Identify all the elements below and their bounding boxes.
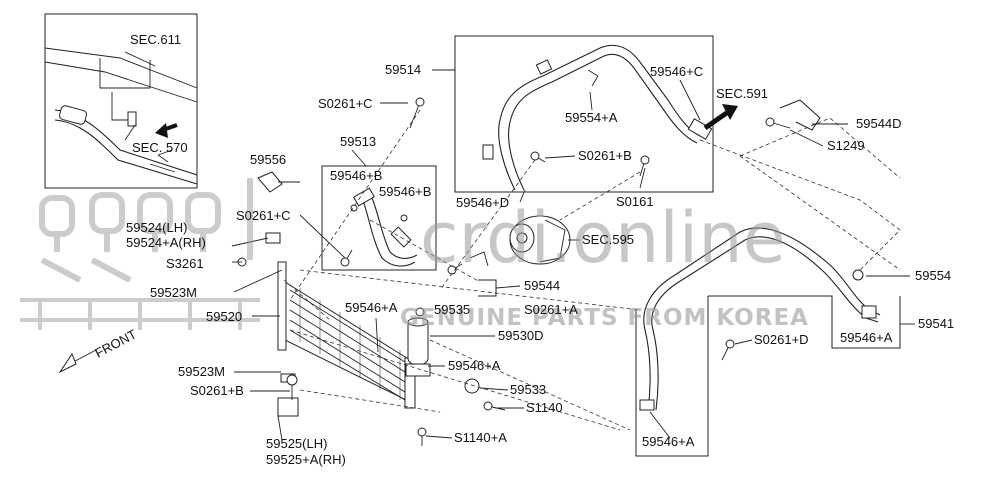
watermark-main: crdi.online <box>420 197 786 279</box>
label-59523m-low: 59523M <box>178 364 225 379</box>
label-59544: 59544 <box>524 278 560 293</box>
label-59546b-right: 59546+B <box>379 184 431 199</box>
receiver-drier <box>405 307 431 377</box>
label-s0261b-low: S0261+B <box>190 383 244 398</box>
label-sec595: SEC.595 <box>582 232 634 247</box>
liquid-pipe <box>639 227 881 411</box>
label-s1140a: S1140+A <box>454 430 507 445</box>
label-59525-lh: 59525(LH) <box>266 436 327 451</box>
label-59541: 59541 <box>918 316 954 331</box>
watermark: crdi.online GENUINE PARTS FROM KOREA <box>20 178 809 331</box>
low-pressure-hose-group <box>321 165 437 271</box>
label-s0261a: S0261+A <box>524 302 578 317</box>
front-arrow <box>58 349 97 374</box>
high-pressure-pipe-group <box>454 35 714 193</box>
label-s0261c-top: S0261+C <box>318 96 373 111</box>
label-59544d: 59544D <box>856 116 902 131</box>
label-59546c: 59546+C <box>650 64 703 79</box>
label-59546a-right: 59546+A <box>840 330 893 345</box>
leader-lines <box>231 69 915 441</box>
label-s0261d: S0261+D <box>754 332 809 347</box>
label-59514: 59514 <box>385 62 421 77</box>
label-s3261: S3261 <box>166 256 204 271</box>
guide-lines <box>283 109 901 431</box>
watermark-sub: GENUINE PARTS FROM KOREA <box>400 305 809 331</box>
label-59530d: 59530D <box>498 328 544 343</box>
label-59556: 59556 <box>250 152 286 167</box>
bolts <box>286 97 791 446</box>
label-sec570: SEC. 570 <box>132 140 188 155</box>
label-59520: 59520 <box>206 309 242 324</box>
label-s1249: S1249 <box>827 138 865 153</box>
label-s0161: S0161 <box>616 194 654 209</box>
inset-view <box>44 13 198 189</box>
label-59554: 59554 <box>915 268 951 283</box>
part-labels: SEC.611 SEC. 570 59514 S0261+C 59513 595… <box>92 32 954 467</box>
label-59546b-left: 59546+B <box>330 168 382 183</box>
label-59525a-rh: 59525+A(RH) <box>266 452 346 467</box>
label-s1140: S1140 <box>526 400 563 415</box>
brackets <box>237 99 864 417</box>
label-sec611: SEC.611 <box>130 32 181 47</box>
label-59546a-bottom: 59546+A <box>642 434 695 449</box>
watermark-logo-icon <box>20 178 260 330</box>
label-s0261c-mid: S0261+C <box>236 208 291 223</box>
liquid-pipe-box <box>635 296 709 457</box>
label-59524a-rh: 59524+A(RH) <box>126 235 206 250</box>
label-59523m-top: 59523M <box>150 285 197 300</box>
label-59513: 59513 <box>340 134 376 149</box>
condenser <box>277 261 416 409</box>
label-59546d: 59546+D <box>456 195 509 210</box>
label-59524-lh: 59524(LH) <box>126 220 187 235</box>
label-s0261b-mid: S0261+B <box>578 148 632 163</box>
label-front: FRONT <box>92 326 139 360</box>
label-59533: 59533 <box>510 382 546 397</box>
label-59546a-top: 59546+A <box>345 300 398 315</box>
label-59535: 59535 <box>434 302 470 317</box>
sec591-arrow <box>703 104 738 131</box>
label-59554a: 59554+A <box>565 110 618 125</box>
label-sec591: SEC.591 <box>716 86 768 101</box>
label-59546a-low: 59546+A <box>448 358 501 373</box>
